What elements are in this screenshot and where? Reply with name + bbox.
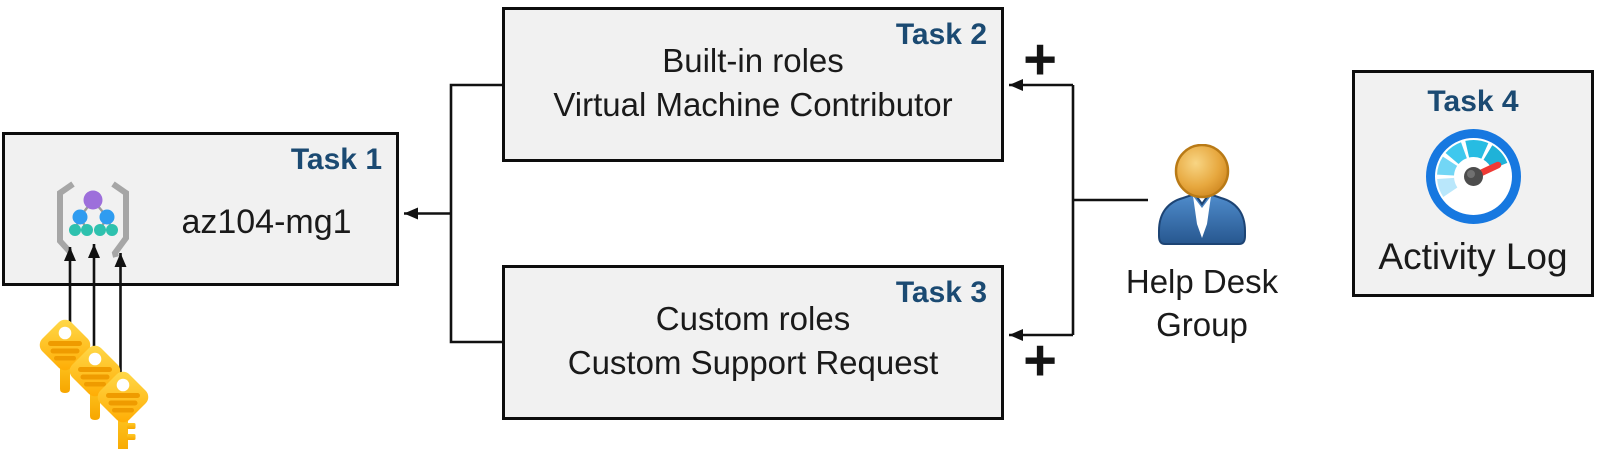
keys-icon (36, 316, 152, 449)
task1-box: Task 1 az104-mg1 (2, 132, 399, 286)
task3-badge: Task 3 (895, 276, 987, 309)
person-collar (1193, 196, 1211, 238)
mg-root-node (83, 190, 103, 210)
key-icon-1 (36, 316, 94, 393)
help-desk-label-line2: Group (1156, 306, 1248, 343)
help-desk-label-line1: Help Desk (1125, 263, 1279, 300)
task3-line2: Custom Support Request (567, 344, 939, 381)
task3-line1: Custom roles (655, 300, 851, 337)
task2-line2: Virtual Machine Contributor (553, 86, 953, 123)
task3-box: Task 3 Custom roles Custom Support Reque… (502, 265, 1004, 420)
task2-line1: Built-in roles (662, 42, 844, 79)
management-group-icon (57, 181, 129, 258)
task4-box: Task 4 Activity Log (1352, 70, 1594, 297)
branch-left (449, 83, 502, 344)
task1-badge: Task 1 (290, 143, 382, 176)
help-desk-user-icon (1158, 144, 1246, 245)
task4-badge: Task 4 (1427, 85, 1519, 118)
activity-log-gauge-icon (1425, 129, 1521, 224)
help-desk-label: Help Desk Group (1108, 260, 1296, 346)
task4-caption: Activity Log (1378, 236, 1568, 277)
person-head (1174, 144, 1230, 199)
plus-icon-bottom: + (1023, 328, 1057, 393)
task1-name-text: az104-mg1 (181, 203, 352, 241)
mg-right-bracket (111, 181, 129, 258)
task2-box: Task 2 Built-in roles Virtual Machine Co… (502, 7, 1004, 162)
key-icon-2 (66, 342, 124, 420)
task2-badge: Task 2 (895, 18, 987, 51)
key-icon-3 (94, 368, 152, 449)
plus-icon-top: + (1023, 27, 1057, 92)
mg-left-bracket (57, 181, 75, 255)
